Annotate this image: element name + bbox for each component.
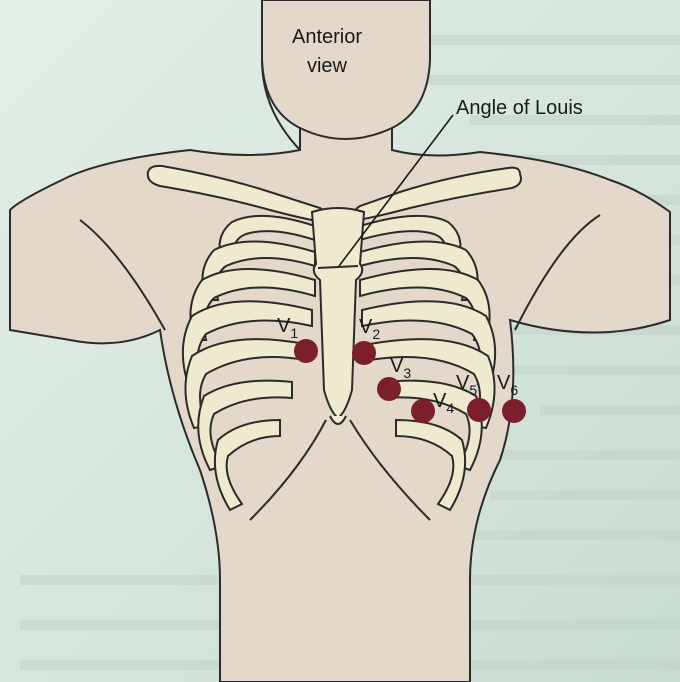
electrode-v6 xyxy=(502,399,526,423)
view-title-line2: view xyxy=(307,55,348,77)
view-title-line1: Anterior xyxy=(292,26,362,48)
electrode-v1 xyxy=(294,339,318,363)
electrode-v4 xyxy=(411,399,435,423)
angle-of-louis-label: Angle of Louis xyxy=(456,97,583,119)
electrode-v3 xyxy=(377,377,401,401)
electrode-v2 xyxy=(352,341,376,365)
electrode-v5 xyxy=(467,398,491,422)
